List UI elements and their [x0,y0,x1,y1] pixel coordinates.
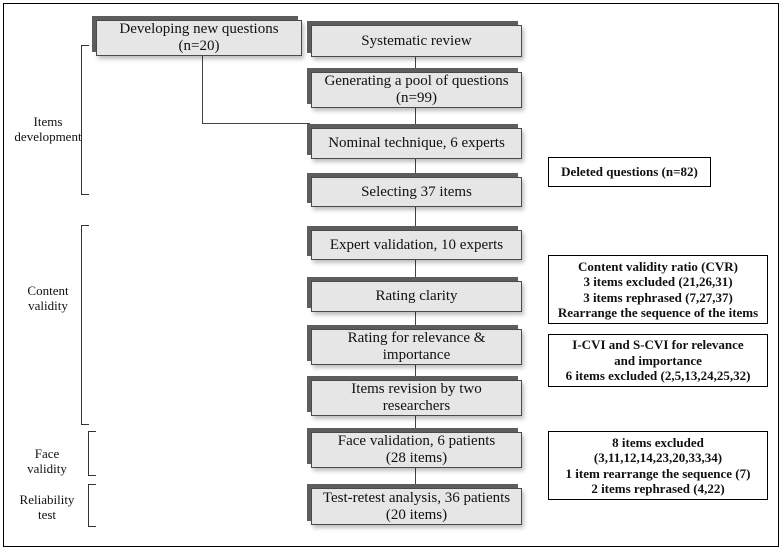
content-validity-label: Content validity [8,283,88,313]
flow-line: importance [382,347,451,363]
note-line: (3,11,12,14,23,20,33,34) [593,450,723,465]
flow-step: Selecting 37 items [311,177,522,207]
stage-line: validity [27,461,67,476]
flow-line: (28 items) [385,450,448,466]
flow-line: Items revision by two [351,381,482,397]
face-validity-bracket [88,431,96,476]
flow-line: (20 items) [385,506,448,523]
note-deleted-questions: Deleted questions (n=82) [548,157,711,187]
face-validity-label: Face validity [12,446,82,476]
stage-line: Reliability [19,492,75,507]
note-line: 2 items rephrased (4,22) [591,481,725,496]
flow-step: Generating a pool of questions (n=99) [311,72,522,108]
flow-line: Generating a pool of questions [324,73,509,89]
note-line: 1 item rearrange the sequence (7) [565,465,751,481]
flow-step: Nominal technique, 6 experts [311,128,522,159]
flow-step: Rating for relevance & importance [311,329,522,365]
flow-step: Test-retest analysis, 36 patients (20 it… [311,488,522,525]
reliability-test-label: Reliability test [5,492,89,522]
flow-line: Rating clarity [375,288,458,304]
items-development-bracket [81,45,89,195]
flow-line: Test-retest analysis, 36 patients [322,489,511,506]
flow-line: (n=99) [396,90,437,106]
flow-line: Face validation, 6 patients [337,433,496,449]
flow-step: Rating clarity [311,281,522,312]
stage-line: Content [27,283,69,298]
flow-step: Systematic review [311,25,522,57]
flow-step: Expert validation, 10 experts [311,230,522,260]
box-line: (n=20) [178,38,220,54]
flow-step: Face validation, 6 patients (28 items) [311,432,522,468]
note-cvi: I-CVI and S-CVI for relevance and import… [548,334,768,387]
note-line: I-CVI and S-CVI for relevance [572,337,744,353]
diagram-frame [3,3,779,547]
note-line: Content validity ratio (CVR) [578,258,738,274]
stage-line: Face [34,446,60,461]
content-validity-bracket [81,225,89,425]
stage-line: Items [33,114,63,129]
note-face-validity-results: 8 items excluded (3,11,12,14,23,20,33,34… [548,431,768,500]
note-line: 3 items excluded (21,26,31) [583,274,733,289]
note-line: 6 items excluded (2,5,13,24,25,32) [565,368,751,384]
connector-side-join [202,123,310,124]
note-line: 8 items excluded [612,434,704,450]
flow-step: Items revision by two researchers [311,380,522,416]
items-development-label: Items development [8,114,88,144]
note-line: and importance [614,352,702,368]
flow-line: Selecting 37 items [361,183,472,200]
stage-line: test [37,507,57,522]
flow-line: Expert validation, 10 experts [329,236,504,253]
flow-line: Systematic review [361,32,472,49]
note-line: 3 items rephrased (7,27,37) [583,289,733,305]
stage-line: validity [28,298,68,313]
note-line: Deleted questions (n=82) [561,164,698,180]
flow-line: researchers [382,398,451,414]
connector-main [415,55,416,497]
developing-new-questions-box: Developing new questions (n=20) [96,20,302,56]
connector-side [202,55,203,123]
note-line: Rearrange the sequence of the items [557,305,759,320]
reliability-test-bracket [88,484,96,527]
flow-line: Rating for relevance & [347,330,486,346]
flow-line: Nominal technique, 6 experts [328,135,505,151]
box-line: Developing new questions [119,21,279,37]
note-content-validity-ratio: Content validity ratio (CVR) 3 items exc… [548,255,768,324]
stage-line: development [14,129,82,144]
